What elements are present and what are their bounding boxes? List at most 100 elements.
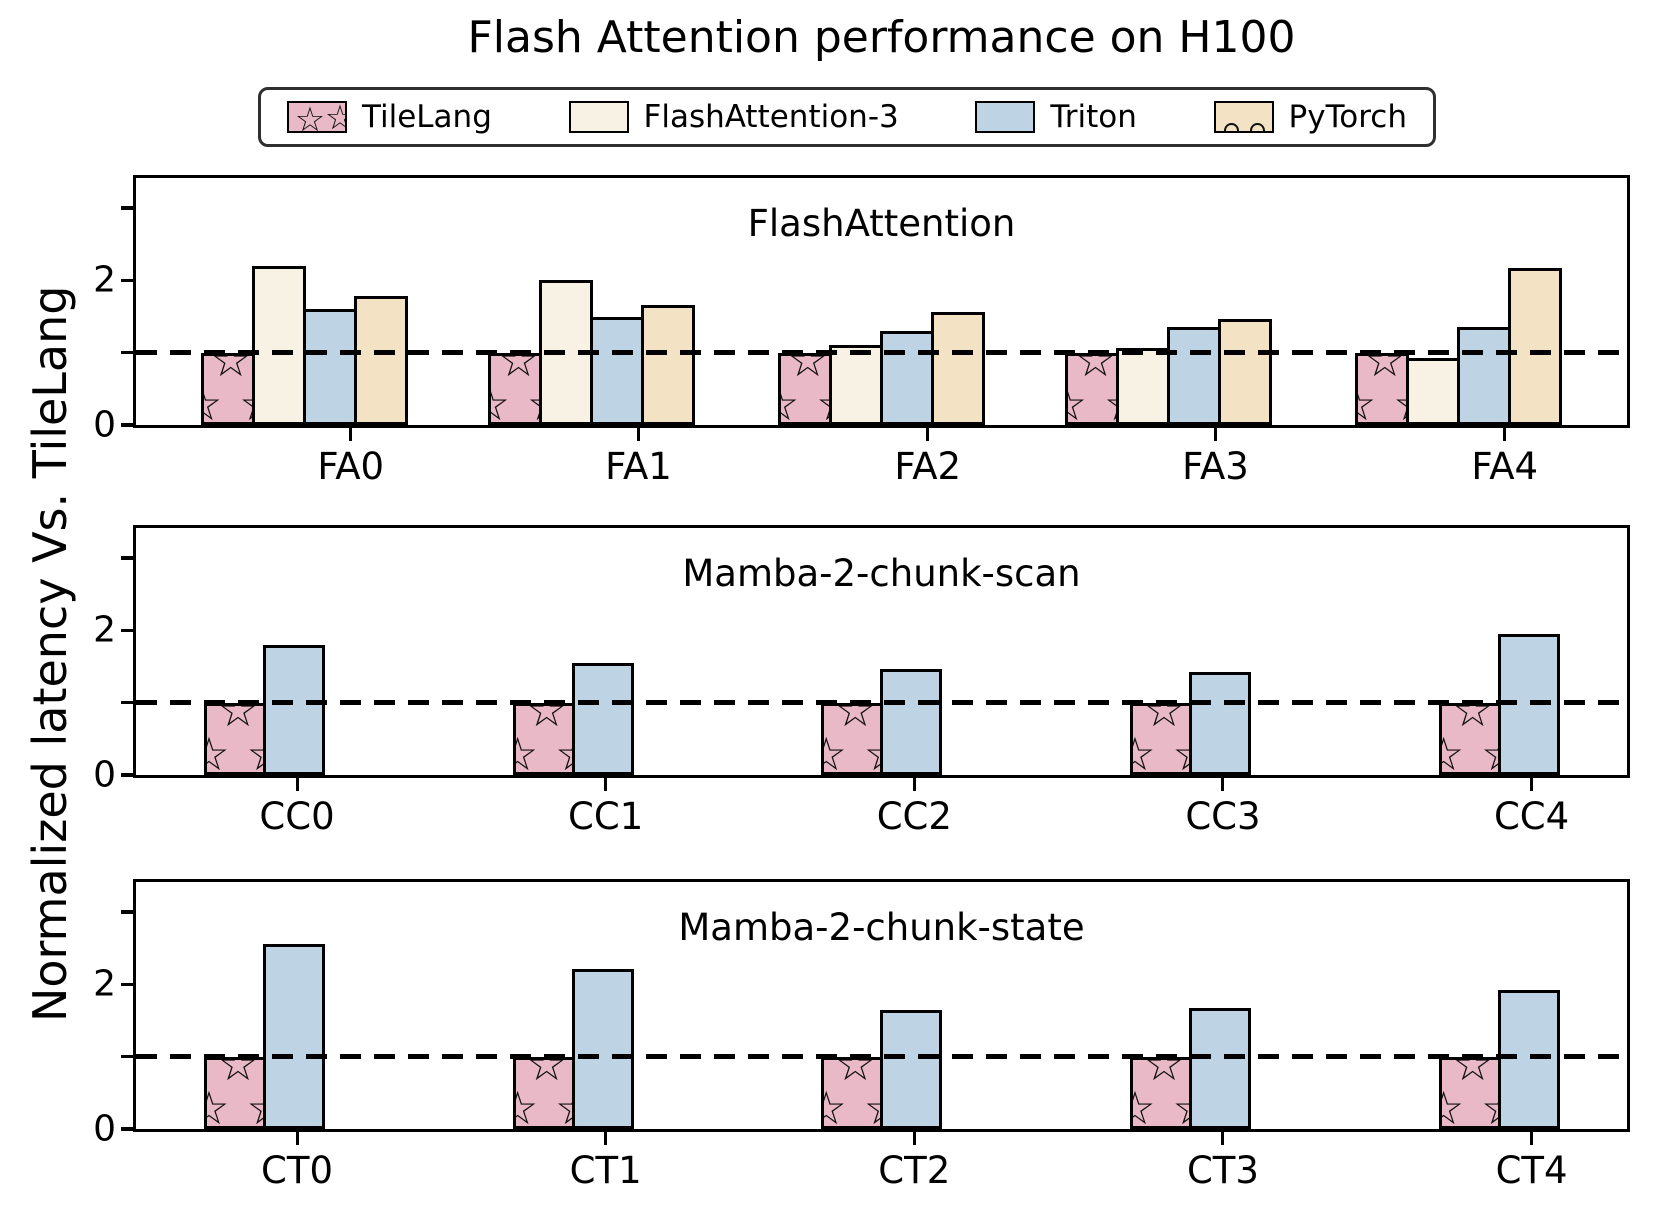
x-tick-label-ct0: CT0 [261, 1149, 334, 1192]
y-tick-mark [121, 773, 133, 777]
bar-triton-ct0 [263, 944, 326, 1129]
x-tick-mark [926, 428, 930, 441]
circle-hatch-glyph [1223, 123, 1239, 131]
bar-triton-cc0 [263, 645, 326, 775]
y-axis-label: Normalized latency Vs. TileLang [23, 285, 77, 1022]
star-hatch-glyph: ☆ [217, 703, 259, 737]
x-tick-mark [1213, 428, 1217, 441]
flashattention-3-swatch-icon [568, 101, 629, 133]
x-tick-label-fa4: FA4 [1471, 445, 1539, 488]
bar-tilelang-cc0: ☆☆☆ [204, 703, 267, 775]
pytorch-swatch-icon [1213, 101, 1274, 133]
y-tick-mark [121, 206, 133, 210]
legend-label: Triton [1050, 99, 1137, 135]
x-tick-mark [1530, 778, 1534, 791]
baseline-dashed-line [136, 700, 1627, 706]
x-tick-mark [295, 778, 299, 791]
y-tick-label: 0 [93, 1108, 116, 1150]
bar-tilelang-fa1: ☆☆☆ [488, 353, 543, 425]
y-tick-mark [121, 628, 133, 633]
star-hatch-glyph: ☆ [1358, 381, 1379, 422]
bar-group-ct3: ☆☆☆ [1129, 1008, 1251, 1129]
circle-hatch-glyph [1249, 123, 1265, 131]
star-hatch-glyph: ☆ [497, 353, 540, 387]
legend-entry-flashattention-3: FlashAttention-3 [568, 99, 899, 135]
bar-tilelang-cc3: ☆☆☆ [1129, 703, 1192, 775]
star-hatch-glyph: ☆ [1143, 1057, 1185, 1091]
star-hatch-glyph: ☆ [204, 381, 225, 422]
star-hatch-glyph: ☆ [1451, 703, 1494, 737]
legend-label: PyTorch [1288, 99, 1407, 135]
bar-group-fa2: ☆☆☆ [777, 312, 985, 425]
star-hatch-glyph: ☆ [1364, 353, 1406, 387]
bar-triton-fa3 [1167, 327, 1222, 425]
y-tick-label: 0 [93, 754, 116, 796]
y-tick-label: 2 [93, 963, 116, 1005]
y-tick-label: 0 [93, 404, 116, 446]
y-tick-mark [121, 556, 133, 560]
x-tick-mark [1503, 428, 1507, 441]
x-tick-label-ct2: CT2 [878, 1149, 951, 1192]
bar-pytorch-fa4 [1507, 268, 1562, 425]
star-hatch-glyph: ☆ [1143, 703, 1185, 737]
bar-tilelang-ct2: ☆☆☆ [821, 1057, 884, 1129]
y-tick-label: 2 [93, 259, 116, 301]
subplot-title: Mamba-2-chunk-scan [682, 552, 1081, 595]
bar-tilelang-cc2: ☆☆☆ [821, 703, 884, 775]
y-tick-mark [121, 423, 133, 427]
x-tick-label-fa3: FA3 [1182, 445, 1249, 488]
bar-flashattention-3-fa2 [828, 345, 883, 425]
bar-triton-cc3 [1188, 672, 1251, 775]
star-hatch-glyph: ☆ [516, 1085, 541, 1126]
x-tick-label-ct3: CT3 [1186, 1149, 1259, 1192]
bar-group-ct0: ☆☆☆ [204, 944, 326, 1129]
bar-flashattention-3-fa4 [1405, 358, 1460, 425]
y-tick-mark [121, 278, 133, 283]
x-tick-label-cc1: CC1 [568, 795, 644, 838]
star-hatch-glyph: ☆ [1068, 381, 1089, 422]
x-tick-label-fa0: FA0 [317, 445, 385, 488]
bar-triton-ct1 [571, 969, 634, 1129]
bar-triton-ct2 [880, 1010, 943, 1129]
figure-title: Flash Attention performance on H100 [467, 12, 1296, 63]
star-hatch-glyph: ☆ [526, 1057, 568, 1091]
y-tick-mark [121, 700, 133, 705]
bar-tilelang-cc4: ☆☆☆ [1438, 703, 1501, 775]
bar-group-fa0: ☆☆☆ [200, 266, 408, 425]
x-tick-mark [1221, 1132, 1225, 1145]
star-hatch-glyph: ☆ [516, 731, 541, 772]
subplot-title: FlashAttention [747, 202, 1016, 245]
bar-tilelang-cc1: ☆☆☆ [512, 703, 575, 775]
bar-tilelang-ct0: ☆☆☆ [204, 1057, 267, 1129]
legend-entry-pytorch: PyTorch [1213, 99, 1407, 135]
baseline-dashed-line [136, 350, 1627, 356]
legend-entry-tilelang: ☆☆TileLang [287, 99, 492, 135]
bar-group-fa3: ☆☆☆ [1065, 319, 1273, 425]
subplot-mamba-2-chunk-state: Mamba-2-chunk-state 02CT0☆☆☆CT1☆☆☆CT2☆☆☆… [93, 879, 1630, 1192]
x-tick-label-cc4: CC4 [1493, 795, 1570, 838]
bar-pytorch-fa2 [930, 312, 985, 425]
star-hatch-glyph: ☆ [207, 1085, 232, 1126]
bar-tilelang-fa2: ☆☆☆ [777, 353, 832, 425]
bar-tilelang-ct4: ☆☆☆ [1438, 1057, 1501, 1129]
y-tick-mark [121, 1127, 133, 1131]
bar-group-ct4: ☆☆☆ [1438, 990, 1560, 1129]
bar-triton-cc2 [880, 669, 943, 775]
star-hatch-glyph: ☆ [317, 103, 345, 131]
bar-triton-cc1 [571, 663, 634, 775]
bar-triton-fa0 [302, 309, 357, 425]
baseline-dashed-line [136, 1054, 1627, 1060]
bar-triton-ct3 [1188, 1008, 1251, 1129]
x-tick-mark [912, 778, 916, 791]
y-tick-mark [121, 982, 133, 987]
x-tick-mark [1530, 1132, 1534, 1145]
star-hatch-glyph: ☆ [1133, 1085, 1158, 1126]
legend-entry-triton: Triton [975, 99, 1137, 135]
y-tick-mark [121, 1054, 133, 1059]
star-hatch-glyph: ☆ [834, 1057, 876, 1091]
bar-pytorch-fa3 [1218, 319, 1273, 425]
bar-pytorch-fa0 [353, 296, 408, 425]
bar-triton-ct4 [1497, 990, 1560, 1129]
star-hatch-glyph: ☆ [217, 1057, 259, 1091]
